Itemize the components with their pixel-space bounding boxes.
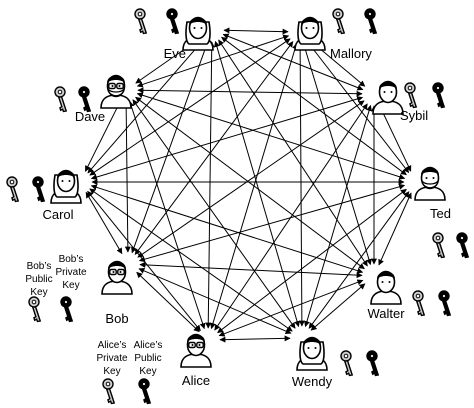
person-avatar-icon <box>294 16 326 51</box>
double-arrow-icon <box>132 99 296 329</box>
person-name-label: Carol <box>42 207 73 222</box>
public-key-icon <box>0 174 29 204</box>
alice-private-key-caption: Alice’s Private Key <box>96 340 128 377</box>
double-arrow-icon <box>84 100 122 172</box>
person-name-label: Wendy <box>292 374 333 389</box>
public-key-icon <box>46 84 77 114</box>
double-arrow-icon <box>219 335 291 343</box>
private-key-icon <box>448 230 474 260</box>
public-key-icon <box>20 294 51 324</box>
alice-private-l3: Key <box>103 366 120 377</box>
bob-private-l2: Private <box>55 267 87 278</box>
alice-private-l1: Alice’s <box>98 340 127 351</box>
person-avatar-icon <box>101 260 133 295</box>
person-avatar-icon <box>50 169 82 204</box>
public-key-icon <box>324 6 355 36</box>
double-arrow-icon <box>85 191 123 255</box>
person-avatar-icon <box>370 270 402 305</box>
keys-layer <box>0 6 474 406</box>
bob-public-l2: Public <box>25 274 52 285</box>
double-arrow-icon <box>137 87 363 97</box>
double-arrow-icon <box>223 27 289 35</box>
public-key-icon <box>396 80 427 110</box>
double-arrow-icon <box>128 100 206 330</box>
connection-lines <box>84 27 412 343</box>
double-arrow-icon <box>136 34 290 88</box>
person-name-label: Bob <box>105 311 128 326</box>
person-name-label: Ted <box>430 206 451 221</box>
alice-public-l3: Key <box>139 366 156 377</box>
public-key-icon <box>332 348 363 378</box>
person-avatar-icon <box>182 16 214 51</box>
private-key-icon <box>424 80 455 110</box>
double-arrow-icon <box>214 40 300 328</box>
double-arrow-icon <box>218 279 364 337</box>
person-name-label: Eve <box>164 46 186 61</box>
double-arrow-icon <box>304 104 372 328</box>
person-name-label: Dave <box>75 109 105 124</box>
alice-public-l1: Alice’s <box>134 340 163 351</box>
person-name-label: Walter <box>367 306 405 321</box>
private-key-icon <box>358 348 389 378</box>
public-key-icon <box>94 376 125 406</box>
bob-private-key-caption: Bob’s Private Key <box>55 254 87 291</box>
bob-private-l3: Key <box>62 280 79 291</box>
double-arrow-icon <box>138 268 292 334</box>
double-arrow-icon <box>205 41 215 329</box>
public-key-icon <box>404 288 435 318</box>
person-name-label: Alice <box>182 373 210 388</box>
double-arrow-icon <box>123 101 131 253</box>
person-name-label: Mallory <box>330 46 372 61</box>
person-avatar-icon <box>414 166 446 201</box>
person-name-label: Sybil <box>400 108 428 123</box>
double-arrow-icon <box>87 190 201 332</box>
public-key-icon <box>424 230 455 260</box>
person-avatar-icon <box>100 74 132 109</box>
double-arrow-icon <box>302 42 372 266</box>
private-key-icon <box>24 174 55 204</box>
bob-public-key-caption: Bob’s Public Key <box>25 261 52 298</box>
alice-private-l2: Private <box>96 353 128 364</box>
private-key-icon <box>130 376 161 406</box>
double-arrow-icon <box>135 96 365 270</box>
alice-public-key-caption: Alice’s Public Key <box>134 340 163 377</box>
bob-public-l1: Bob’s <box>27 261 52 272</box>
double-arrow-icon <box>138 183 406 263</box>
double-arrow-icon <box>297 43 305 327</box>
double-arrow-icon <box>378 192 412 266</box>
person-avatar-icon <box>180 333 212 368</box>
alice-public-l2: Public <box>134 353 161 364</box>
double-arrow-icon <box>222 33 364 91</box>
double-arrow-icon <box>214 103 368 331</box>
private-key-icon <box>430 288 461 318</box>
person-avatar-icon <box>296 336 328 371</box>
double-arrow-icon <box>310 283 366 331</box>
double-arrow-icon <box>90 184 364 274</box>
private-key-icon <box>356 6 387 36</box>
bob-public-l3: Key <box>30 287 47 298</box>
double-arrow-icon <box>134 41 294 255</box>
private-key-icon <box>52 294 83 324</box>
bob-private-l1: Bob’s <box>59 254 84 265</box>
private-key-icon <box>70 84 101 114</box>
person-avatar-icon <box>372 80 404 115</box>
public-key-icon <box>126 6 157 36</box>
private-key-icon <box>158 6 189 36</box>
